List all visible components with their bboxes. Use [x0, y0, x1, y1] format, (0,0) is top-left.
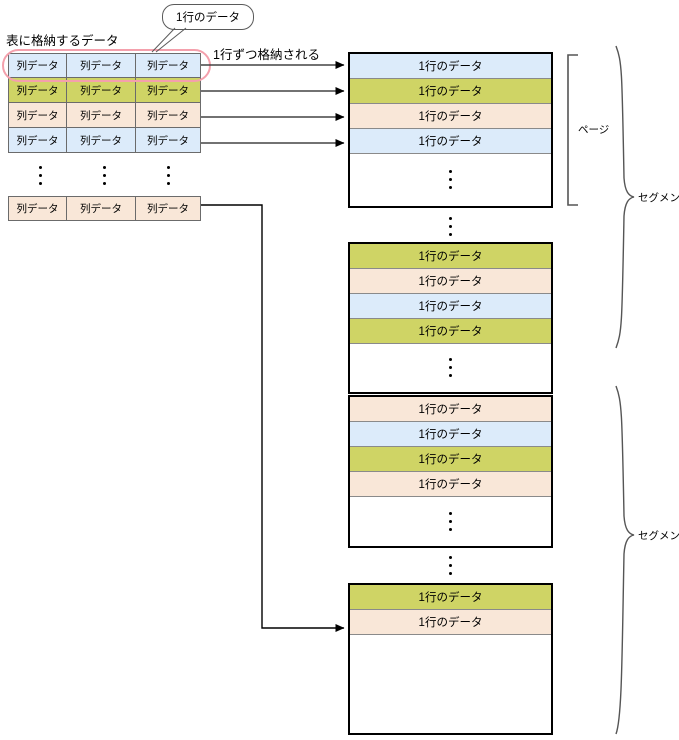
page-row: 1行のデータ [350, 397, 551, 422]
source-cell: 列データ [147, 84, 189, 97]
source-table-row: 列データ 列データ 列データ [8, 78, 201, 103]
source-cell: 列データ [147, 109, 189, 122]
source-table: 列データ 列データ 列データ 列データ 列データ 列データ 列データ 列データ … [8, 53, 201, 153]
source-cell: 列データ [67, 128, 136, 152]
page-row: 1行のデータ [350, 422, 551, 447]
page-box-3: 1行のデータ 1行のデータ 1行のデータ 1行のデータ [348, 395, 553, 548]
page-bracket [567, 54, 578, 206]
page-box-1: 1行のデータ 1行のデータ 1行のデータ 1行のデータ [348, 52, 553, 208]
page-row: 1行のデータ [350, 54, 551, 79]
page-row: 1行のデータ [350, 244, 551, 269]
source-cell: 列データ [9, 103, 67, 127]
source-cell: 列データ [147, 60, 189, 72]
callout-tail [151, 27, 176, 53]
segment-brace-1 [615, 45, 635, 349]
page-gap-ellipsis-1 [348, 214, 553, 238]
source-table-ellipsis [8, 153, 201, 198]
page-row: 1行のデータ [350, 269, 551, 294]
callout-tail-2 [155, 27, 187, 53]
source-cell: 列データ [67, 78, 136, 102]
source-table-last-row-group: 列データ 列データ 列データ [8, 196, 201, 221]
page-box-4: 1行のデータ 1行のデータ [348, 583, 553, 735]
source-table-row: 列データ 列データ 列データ [8, 196, 201, 221]
page-row: 1行のデータ [350, 447, 551, 472]
page-row: 1行のデータ [350, 294, 551, 319]
page-free-space [350, 154, 551, 205]
segment-label-1: セグメント [638, 192, 679, 204]
source-cell: 列データ [9, 197, 67, 220]
source-table-row: 列データ 列データ 列データ [8, 128, 201, 153]
overflow-arrow [201, 204, 345, 632]
page-row: 1行のデータ [350, 319, 551, 344]
source-cell: 列データ [9, 54, 67, 77]
page-row: 1行のデータ [350, 610, 551, 635]
source-cell: 列データ [147, 134, 189, 147]
page-row: 1行のデータ [350, 79, 551, 104]
source-cell: 列データ [9, 78, 67, 102]
arrow-caption: 1行ずつ格納される [213, 48, 320, 62]
page-bracket-label: ページ [578, 124, 610, 136]
source-table-row: 列データ 列データ 列データ [8, 103, 201, 128]
page-free-space [350, 635, 551, 732]
page-free-space [350, 344, 551, 391]
source-table-title: 表に格納するデータ [6, 34, 119, 48]
source-table-row: 列データ 列データ 列データ [8, 53, 201, 78]
segment-brace-2 [615, 385, 635, 735]
source-cell: 列データ [67, 197, 136, 220]
source-cell: 列データ [67, 103, 136, 127]
segment-label-2: セグメント [638, 530, 679, 542]
page-row: 1行のデータ [350, 129, 551, 154]
source-cell: 列データ [147, 203, 189, 215]
page-row: 1行のデータ [350, 472, 551, 497]
page-row: 1行のデータ [350, 104, 551, 129]
source-cell: 列データ [67, 54, 136, 77]
page-box-2: 1行のデータ 1行のデータ 1行のデータ 1行のデータ [348, 242, 553, 394]
page-gap-ellipsis-2 [348, 552, 553, 578]
source-cell: 列データ [9, 128, 67, 152]
callout-bubble: 1行のデータ [162, 4, 254, 30]
page-free-space [350, 497, 551, 545]
page-row: 1行のデータ [350, 585, 551, 610]
